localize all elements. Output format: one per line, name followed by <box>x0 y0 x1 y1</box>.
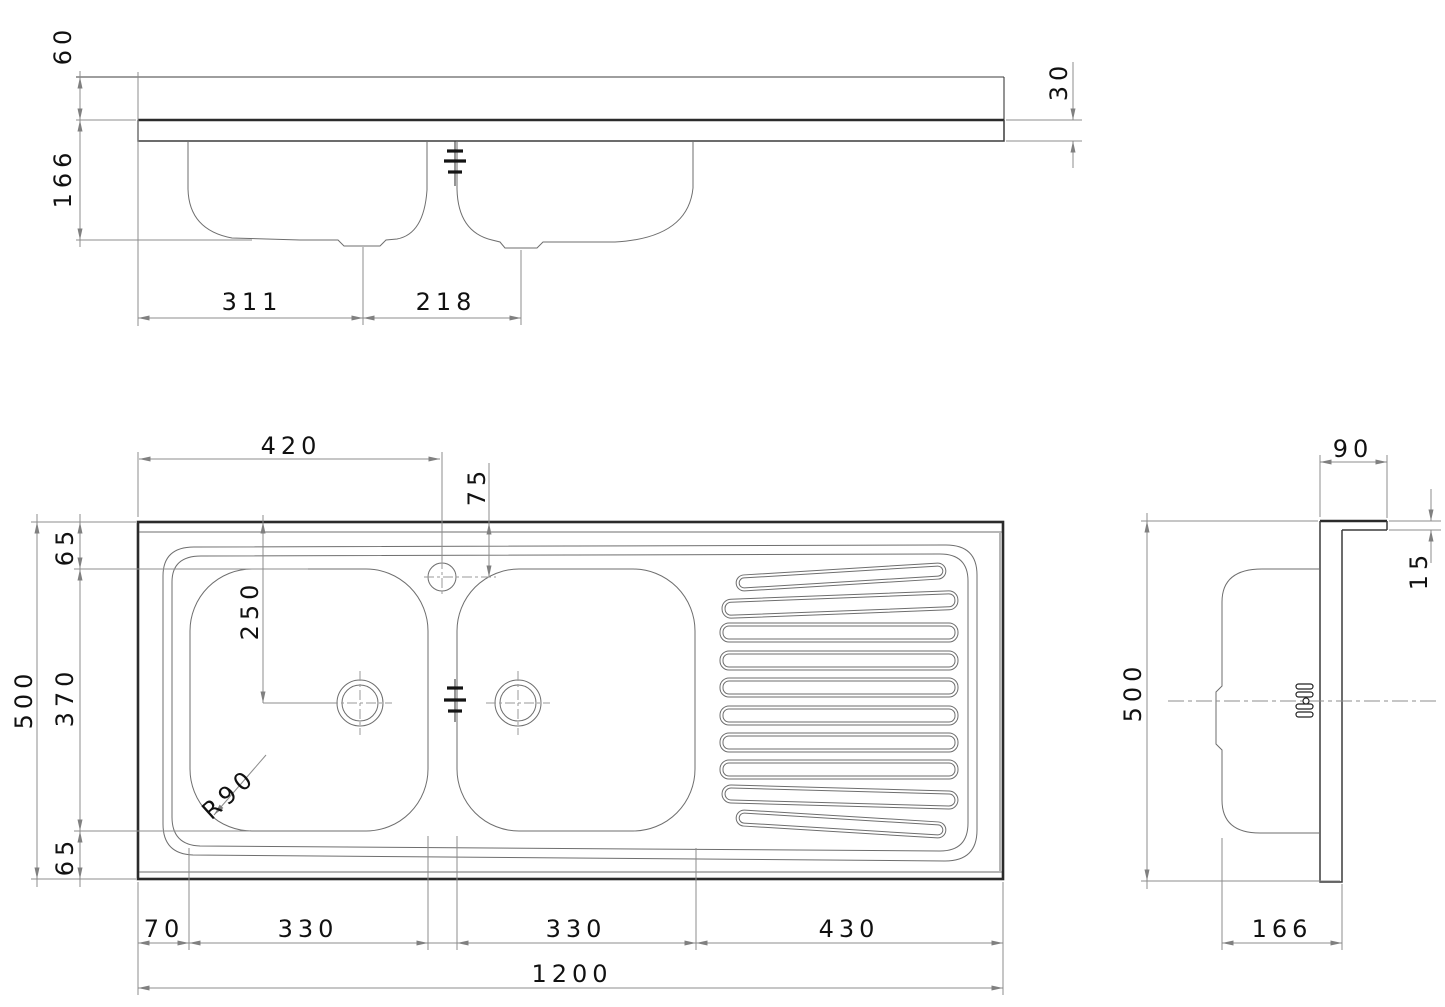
front-elevation-view: 60 166 30 311 218 <box>49 25 1082 326</box>
drainer-rib <box>721 590 959 619</box>
plan-view: 420 75 65 370 65 500 250 <box>10 432 1005 995</box>
tap-hole-symbol-front <box>444 141 466 186</box>
dim-front-deck-thickness: 30 <box>1045 61 1073 102</box>
dim-plan-tap-from-left: 420 <box>261 432 322 460</box>
dim-plan-bowl2-width: 330 <box>546 915 607 943</box>
dim-side-back-ledge: 90 <box>1333 435 1374 463</box>
drain-1 <box>328 671 392 735</box>
bowl-2-section <box>456 141 694 249</box>
tap-hole-symbol-plan <box>444 679 466 722</box>
dim-side-bowl-depth: 166 <box>1252 915 1313 943</box>
drainer-rib <box>719 732 959 753</box>
dim-side-overall-depth: 500 <box>1119 662 1147 723</box>
dim-front-bowl-depth: 166 <box>49 148 77 209</box>
bowl-1-plan <box>189 568 429 832</box>
dim-plan-drainer-width: 430 <box>819 915 880 943</box>
bowl-1-section <box>187 141 428 247</box>
radius-leader <box>213 754 267 816</box>
tap-hole-center <box>1302 697 1310 705</box>
drainer-rib <box>719 705 959 726</box>
dim-plan-rim-left: 70 <box>144 915 185 943</box>
dim-plan-drain-from-back: 250 <box>236 580 264 641</box>
tap-hole-tick <box>1295 691 1314 698</box>
pressing-outline-inner <box>171 553 969 852</box>
drain-2 <box>486 671 550 735</box>
drainer-rib <box>721 784 959 810</box>
dim-plan-rim-front: 65 <box>51 836 79 877</box>
dim-side-lip-return: 15 <box>1405 550 1433 591</box>
tap-hole-tick <box>1295 683 1314 690</box>
tap-hole-plan <box>424 559 496 597</box>
drainer-rib <box>719 759 959 780</box>
pressing-outline-outer <box>162 544 978 862</box>
tap-hole-symbol-side <box>1295 683 1314 718</box>
bowl-2-plan <box>456 568 696 832</box>
dim-plan-bowl1-width: 330 <box>278 915 339 943</box>
side-view: 90 15 500 166 <box>1119 435 1441 950</box>
dim-plan-bowl-front-back: 370 <box>51 667 79 728</box>
side-dimensions: 90 15 500 166 <box>1119 435 1441 950</box>
drainer-ribs <box>719 562 959 839</box>
tap-hole-tick <box>1295 703 1314 710</box>
tap-hole-tick <box>1295 711 1314 718</box>
dim-plan-overall-length: 1200 <box>531 960 612 988</box>
drainer-rib <box>719 677 959 698</box>
dim-plan-rim-back: 65 <box>51 526 79 567</box>
dim-front-upstand-height: 60 <box>49 25 77 66</box>
dim-front-drain1-offset: 311 <box>222 288 283 316</box>
plan-dimensions: 420 75 65 370 65 500 250 <box>10 432 1004 995</box>
front-dimensions: 60 166 30 311 218 <box>49 25 1082 326</box>
dim-front-drain-spacing: 218 <box>416 288 477 316</box>
drainer-rib <box>719 622 959 643</box>
dim-plan-tap-from-back: 75 <box>463 466 491 507</box>
bowl-profile-side <box>1215 568 1320 834</box>
dim-plan-overall-depth: 500 <box>10 669 38 730</box>
drainer-rib <box>719 650 959 671</box>
drainer-rib <box>735 809 947 839</box>
drainer-rib <box>735 562 947 592</box>
deck-outline <box>137 120 1005 142</box>
sink-outline-plan <box>136 520 1005 881</box>
